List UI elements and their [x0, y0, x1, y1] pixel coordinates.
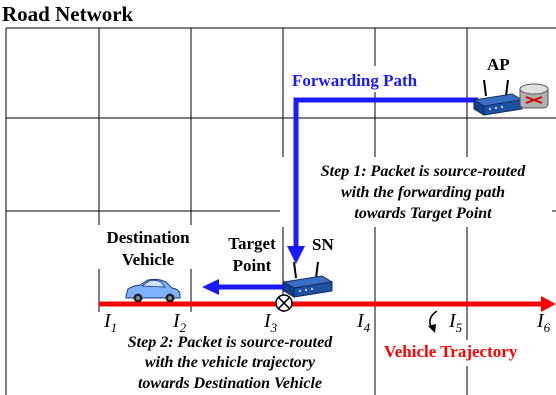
vehicle-trajectory-road — [99, 296, 556, 312]
destination-vehicle-label-1: Destination — [106, 228, 190, 247]
forwarding-path-label: Forwarding Path — [292, 71, 418, 90]
step2-line-3: towards Destination Vehicle — [138, 375, 322, 392]
car-icon — [125, 278, 181, 303]
intersection-label-3: I3 — [263, 310, 278, 335]
network-router-icon — [519, 83, 549, 109]
step1-line-2: with the forwarding path — [341, 184, 505, 201]
step1-line-3: towards Target Point — [354, 205, 492, 222]
ap-label: AP — [487, 55, 510, 74]
trajectory-arrowhead — [541, 296, 556, 312]
wireless-router-icon — [472, 79, 524, 116]
forwarding-path — [287, 97, 478, 264]
step1-line-1: Step 1: Packet is source-routed — [321, 163, 526, 180]
diagram-title: Road Network — [2, 2, 134, 26]
forwarding-path-arrowhead — [287, 246, 305, 264]
intersection-label-4: I4 — [356, 310, 371, 335]
intersection-label-5: I5 — [448, 310, 463, 335]
delivery-arrow — [202, 279, 290, 295]
intersection-label-2: I2 — [172, 310, 187, 335]
crossed-circle-icon — [275, 294, 293, 312]
wireless-router-icon — [282, 261, 334, 298]
vehicle-trajectory-label: Vehicle Trajectory — [384, 342, 518, 361]
label-masks — [92, 66, 556, 395]
curved-arrow-icon — [428, 310, 438, 333]
forwarding-path-line — [293, 97, 478, 250]
intersection-label-1: I1 — [103, 310, 117, 335]
target-point-label-2: Point — [233, 256, 272, 275]
step2-line-1: Step 2: Packet is source-routed — [128, 334, 333, 351]
target-point-label-1: Target — [228, 234, 276, 253]
destination-vehicle-label-2: Vehicle — [122, 250, 175, 269]
sn-label: SN — [312, 235, 334, 254]
step2-line-2: with the vehicle trajectory — [145, 354, 316, 371]
intersection-label-6: I6 — [536, 310, 551, 335]
